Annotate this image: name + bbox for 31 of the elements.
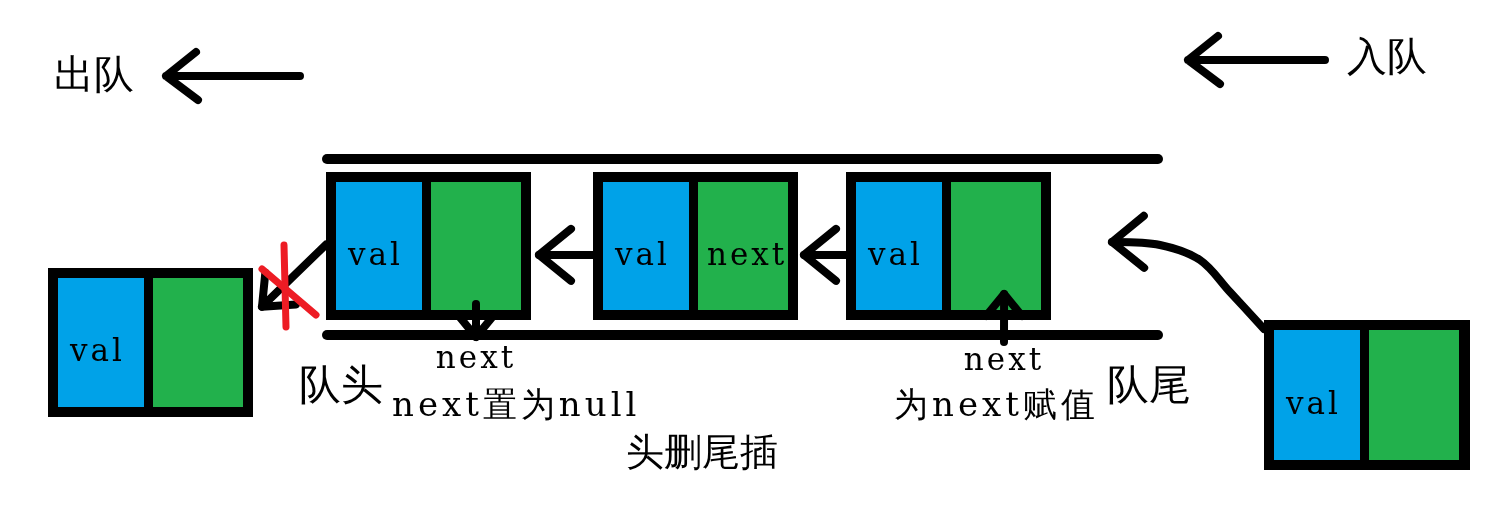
arrow — [454, 300, 498, 341]
list-node-box — [593, 172, 798, 320]
value-cell — [336, 182, 422, 310]
field-name: val — [615, 236, 670, 272]
field-name: val — [868, 236, 923, 272]
field-name: next — [707, 236, 788, 272]
list-node-box — [326, 172, 531, 320]
pointer-label: next — [959, 342, 1049, 376]
value-cell — [1274, 330, 1360, 460]
pointer-cell — [1369, 330, 1459, 460]
queue-head-label: 队头 — [299, 362, 383, 409]
pointer-cell — [431, 182, 521, 310]
value-cell — [603, 182, 689, 310]
queue-tail-label: 队尾 — [1107, 362, 1191, 409]
list-node-box — [1264, 320, 1470, 470]
pointer-cell — [951, 182, 1041, 310]
list-node-box — [48, 268, 253, 417]
value-cell — [58, 278, 144, 407]
field-name: val — [1286, 385, 1341, 421]
dequeue-label: 出队 — [54, 52, 134, 96]
pointer-cell — [698, 182, 788, 310]
pointer-label: next — [431, 340, 521, 374]
note-text: 为next赋值 — [894, 386, 1099, 424]
field-name: val — [70, 333, 125, 368]
note-text: next置为null — [392, 386, 641, 424]
list-node-box — [846, 172, 1051, 320]
field-name: val — [348, 236, 403, 272]
caption-text: 头删尾插 — [626, 432, 778, 474]
enqueue-label: 入队 — [1347, 34, 1427, 78]
pointer-cell — [153, 278, 243, 407]
value-cell — [856, 182, 942, 310]
